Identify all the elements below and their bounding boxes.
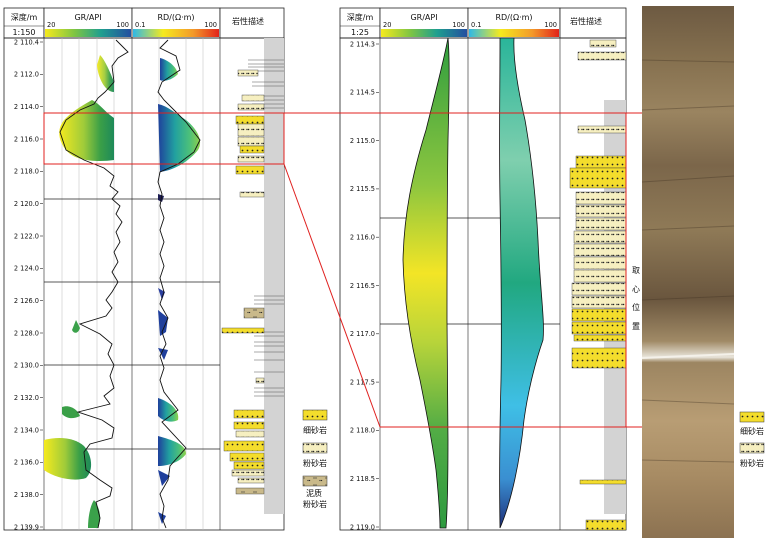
left-rd-curve xyxy=(157,39,201,529)
left-depth-tick-label: 2 118.0 xyxy=(14,168,39,176)
left-legend: 细砂岩 粉砂岩 泥质 粉砂岩 xyxy=(302,409,328,509)
left-depth-header: 深度/m xyxy=(11,12,38,22)
left-depth-axis: 2 110.4 2 112.0 2 114.0 2 116.0 2 118.0 2 120… xyxy=(14,38,43,531)
right-rd-header: RD/(Ω·m) xyxy=(495,13,532,22)
left-gr-header: GR/API xyxy=(74,13,101,22)
right-depth-tick-label: 2 118.0 xyxy=(350,427,375,435)
left-gr-colorbar xyxy=(45,29,131,37)
left-depth-tick-label: 2 132.0 xyxy=(14,394,39,402)
left-depth-tick-label: 2 120.0 xyxy=(14,200,39,208)
left-depth-tick-label: 2 110.4 xyxy=(14,38,39,46)
left-rd-fills xyxy=(158,58,201,524)
right-lith-column xyxy=(569,39,627,531)
legend-right-fine: 细砂岩 xyxy=(740,426,764,436)
right-gr-header: GR/API xyxy=(410,13,437,22)
left-lith-column xyxy=(221,38,284,514)
right-depth-header: 深度/m xyxy=(347,12,374,22)
right-rd-max: 100 xyxy=(544,21,557,29)
legend-fine-sandstone: 细砂岩 xyxy=(303,425,327,435)
right-depth-tick-label: 2 118.5 xyxy=(350,475,375,483)
svg-text:取: 取 xyxy=(632,266,640,275)
left-depth-tick-label: 2 116.0 xyxy=(14,135,39,143)
right-depth-tick-label: 2 117.5 xyxy=(350,378,375,386)
left-depth-tick-label: 2 114.0 xyxy=(14,103,39,111)
right-depth-axis: 2 114.3 2 114.5 2 115.0 2 115.5 2 116.0 2 116… xyxy=(350,40,379,531)
core-position-note: 取 心 位 置 xyxy=(632,266,640,331)
left-depth-tick-label: 2 122.0 xyxy=(14,232,39,240)
left-panel: 深度/m 1:150 GR/API 20 100 RD/(Ω·m) 0.1 10… xyxy=(3,7,328,531)
left-depth-tick-label: 2 124.0 xyxy=(14,265,39,273)
left-lith-header: 岩性描述 xyxy=(232,16,264,26)
legend-muddy-2: 粉砂岩 xyxy=(303,499,327,509)
right-panel: 深度/m 1:25 GR/API 20 100 RD/(Ω·m) 0.1 100… xyxy=(339,7,640,531)
right-depth-tick-label: 2 115.5 xyxy=(350,185,375,193)
left-rd-min: 0.1 xyxy=(135,21,146,29)
right-gr-max: 100 xyxy=(452,21,465,29)
right-depth-tick-label: 2 114.3 xyxy=(350,40,375,48)
legend-right-silt: 粉砂岩 xyxy=(740,458,764,468)
right-rd-min: 0.1 xyxy=(471,21,482,29)
left-depth-tick-label: 2 126.0 xyxy=(14,297,39,305)
left-gr-min: 20 xyxy=(47,21,55,29)
right-depth-tick-label: 2 115.0 xyxy=(350,137,375,145)
left-depth-tick-label: 2 138.0 xyxy=(14,491,39,499)
right-depth-tick-label: 2 116.0 xyxy=(350,234,375,242)
left-depth-tick-label: 2 134.0 xyxy=(14,426,39,434)
right-gr-fill xyxy=(402,37,450,529)
right-depth-tick-label: 2 114.5 xyxy=(350,89,375,97)
right-gr-min: 20 xyxy=(383,21,391,29)
right-lith-header: 岩性描述 xyxy=(570,16,602,26)
correlation-lines xyxy=(43,112,642,428)
left-gr-curve xyxy=(59,39,129,529)
left-scale: 1:150 xyxy=(12,28,35,37)
right-depth-tick-label: 2 117.0 xyxy=(350,330,375,338)
left-depth-tick-label: 2 136.0 xyxy=(14,459,39,467)
svg-text:心: 心 xyxy=(632,285,640,294)
left-depth-header-box xyxy=(3,7,45,39)
left-depth-tick-label: 2 130.0 xyxy=(14,362,39,370)
left-gr-max: 100 xyxy=(116,21,129,29)
left-depth-tick-label: 2 139.9 xyxy=(14,523,39,531)
right-depth-tick-label: 2 119.0 xyxy=(350,523,375,531)
left-depth-tick-label: 2 112.0 xyxy=(14,71,39,79)
right-scale: 1:25 xyxy=(351,28,369,37)
left-rd-max: 100 xyxy=(204,21,217,29)
svg-text:置: 置 xyxy=(632,322,640,331)
legend-siltstone: 粉砂岩 xyxy=(303,458,327,468)
left-depth-tick-label: 2 128.0 xyxy=(14,329,39,337)
legend-muddy-1: 泥质 xyxy=(306,488,322,498)
left-rd-header: RD/(Ω·m) xyxy=(157,13,194,22)
right-legend: 细砂岩 粉砂岩 xyxy=(739,411,765,468)
right-depth-tick-label: 2 116.5 xyxy=(350,282,375,290)
right-rd-fill xyxy=(499,37,544,529)
core-photo xyxy=(641,6,735,538)
svg-text:位: 位 xyxy=(632,302,640,312)
left-rd-colorbar xyxy=(133,29,219,37)
